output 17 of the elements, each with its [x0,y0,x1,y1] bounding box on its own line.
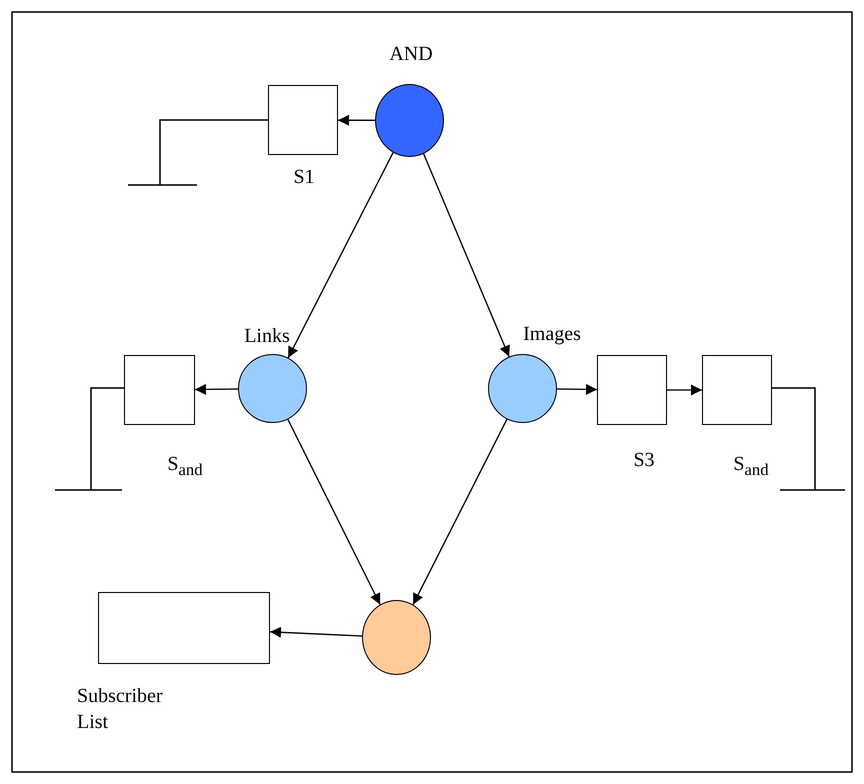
node-label: Subscriber List [77,684,164,735]
node-label: Images [522,322,582,347]
node-label: S$_{and}$ [166,452,204,481]
arrow [288,152,394,358]
node-label: S3 [632,448,656,473]
arrow [338,114,375,126]
node-label: S1 [292,165,316,190]
node-label: AND [388,42,434,67]
arrow [667,384,702,396]
arrow [557,384,597,395]
arrow [423,154,510,357]
arrow [195,384,238,395]
node-label: Links [243,324,291,349]
arrow [412,419,508,605]
arrow [270,626,362,638]
arrow [287,419,381,605]
node-label: S$_{and}$ [732,452,770,481]
